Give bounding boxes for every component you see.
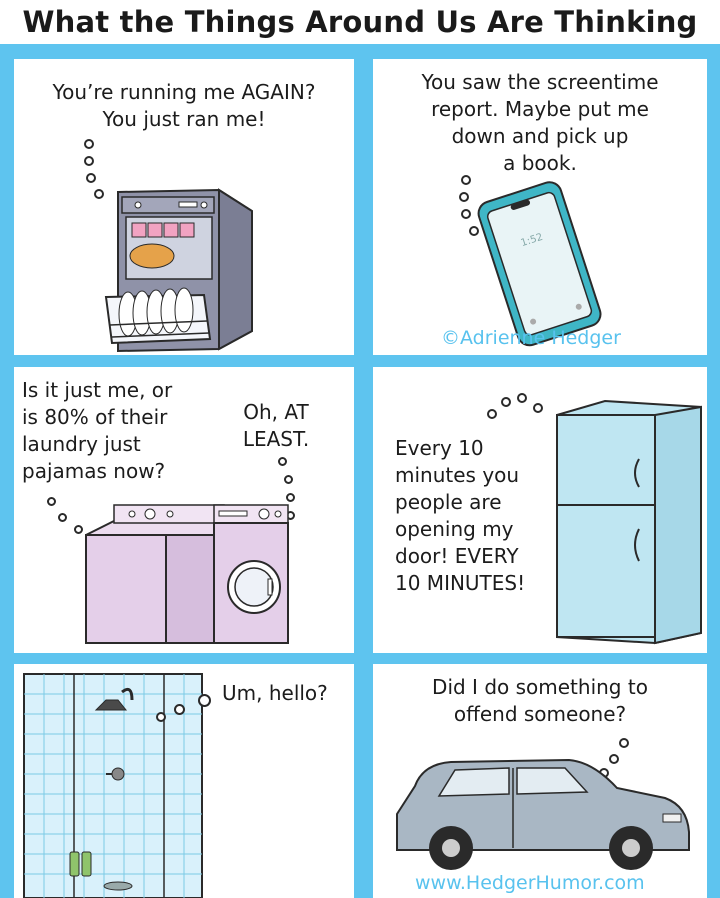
thought-bubble xyxy=(174,704,185,715)
thought-bubble xyxy=(286,493,295,502)
thought-bubble xyxy=(517,393,527,403)
thought-bubble xyxy=(47,497,56,506)
caption-line: report. Maybe put me xyxy=(431,97,649,121)
shower-illustration xyxy=(23,673,203,898)
thought-bubble xyxy=(461,175,471,185)
comic-title: What the Things Around Us Are Thinking xyxy=(22,5,698,39)
caption-line: minutes you xyxy=(395,463,520,487)
caption-line: pajamas now? xyxy=(22,459,166,483)
caption-line: a book. xyxy=(503,151,577,175)
laundry-caption-left: Is it just me, or is 80% of their laundr… xyxy=(22,377,222,485)
thought-bubble xyxy=(461,209,471,219)
caption-line: is 80% of their xyxy=(22,405,168,429)
thought-bubble xyxy=(609,754,619,764)
thought-bubble xyxy=(619,738,629,748)
car-illustration xyxy=(396,758,690,870)
thought-bubble xyxy=(501,397,511,407)
thought-bubble xyxy=(86,173,96,183)
caption-line: You saw the screentime xyxy=(421,70,659,94)
fridge-illustration xyxy=(556,399,702,645)
caption-line: opening my xyxy=(395,517,514,541)
thought-bubble xyxy=(487,409,497,419)
caption-line: You just ran me! xyxy=(102,107,266,131)
caption-line: Did I do something to xyxy=(432,675,648,699)
thought-bubble xyxy=(198,694,211,707)
dishwasher-illustration xyxy=(104,188,253,353)
thought-bubble xyxy=(84,156,94,166)
panel-phone: You saw the screentime report. Maybe put… xyxy=(373,59,707,355)
thought-bubble xyxy=(94,189,104,199)
phone-illustration: 1:52 xyxy=(477,181,602,347)
thought-bubble xyxy=(278,457,287,466)
thought-bubble xyxy=(156,712,166,722)
thought-bubble xyxy=(459,192,469,202)
caption-line: Oh, AT xyxy=(243,400,309,424)
panel-car: Did I do something to offend someone? ww… xyxy=(373,664,707,898)
caption-line: door! EVERY xyxy=(395,544,519,568)
caption-line: 10 MINUTES! xyxy=(395,571,526,595)
caption-line: down and pick up xyxy=(451,124,629,148)
washer-dryer-illustration xyxy=(85,504,289,644)
caption-line: LEAST. xyxy=(242,427,310,451)
caption-line: Um, hello? xyxy=(222,681,328,705)
caption-line: Every 10 xyxy=(395,436,484,460)
panel-dishwasher: You’re running me AGAIN? You just ran me… xyxy=(14,59,354,355)
caption-line: people are xyxy=(395,490,502,514)
caption-line: Is it just me, or xyxy=(22,378,173,402)
panel-laundry: Is it just me, or is 80% of their laundr… xyxy=(14,367,354,653)
thought-bubble xyxy=(533,403,543,413)
car-caption: Did I do something to offend someone? xyxy=(383,674,697,728)
panel-fridge: Every 10 minutes you people are opening … xyxy=(373,367,707,653)
thought-bubble xyxy=(74,525,83,534)
caption-line: You’re running me AGAIN? xyxy=(52,80,316,104)
dishwasher-caption: You’re running me AGAIN? You just ran me… xyxy=(24,79,344,133)
thought-bubble xyxy=(84,139,94,149)
laundry-caption-right: Oh, AT LEAST. xyxy=(236,399,316,453)
artist-credit: ©Adrienne Hedger xyxy=(441,327,621,349)
thought-bubble xyxy=(58,513,67,522)
shower-caption: Um, hello? xyxy=(222,680,352,707)
thought-bubble xyxy=(284,475,293,484)
panel-shower: Um, hello? xyxy=(14,664,354,898)
caption-line: offend someone? xyxy=(453,702,627,726)
website-credit: www.HedgerHumor.com xyxy=(415,872,645,894)
phone-caption: You saw the screentime report. Maybe put… xyxy=(383,69,697,177)
fridge-caption: Every 10 minutes you people are opening … xyxy=(395,435,565,597)
caption-line: laundry just xyxy=(22,432,141,456)
thought-bubble xyxy=(469,226,479,236)
